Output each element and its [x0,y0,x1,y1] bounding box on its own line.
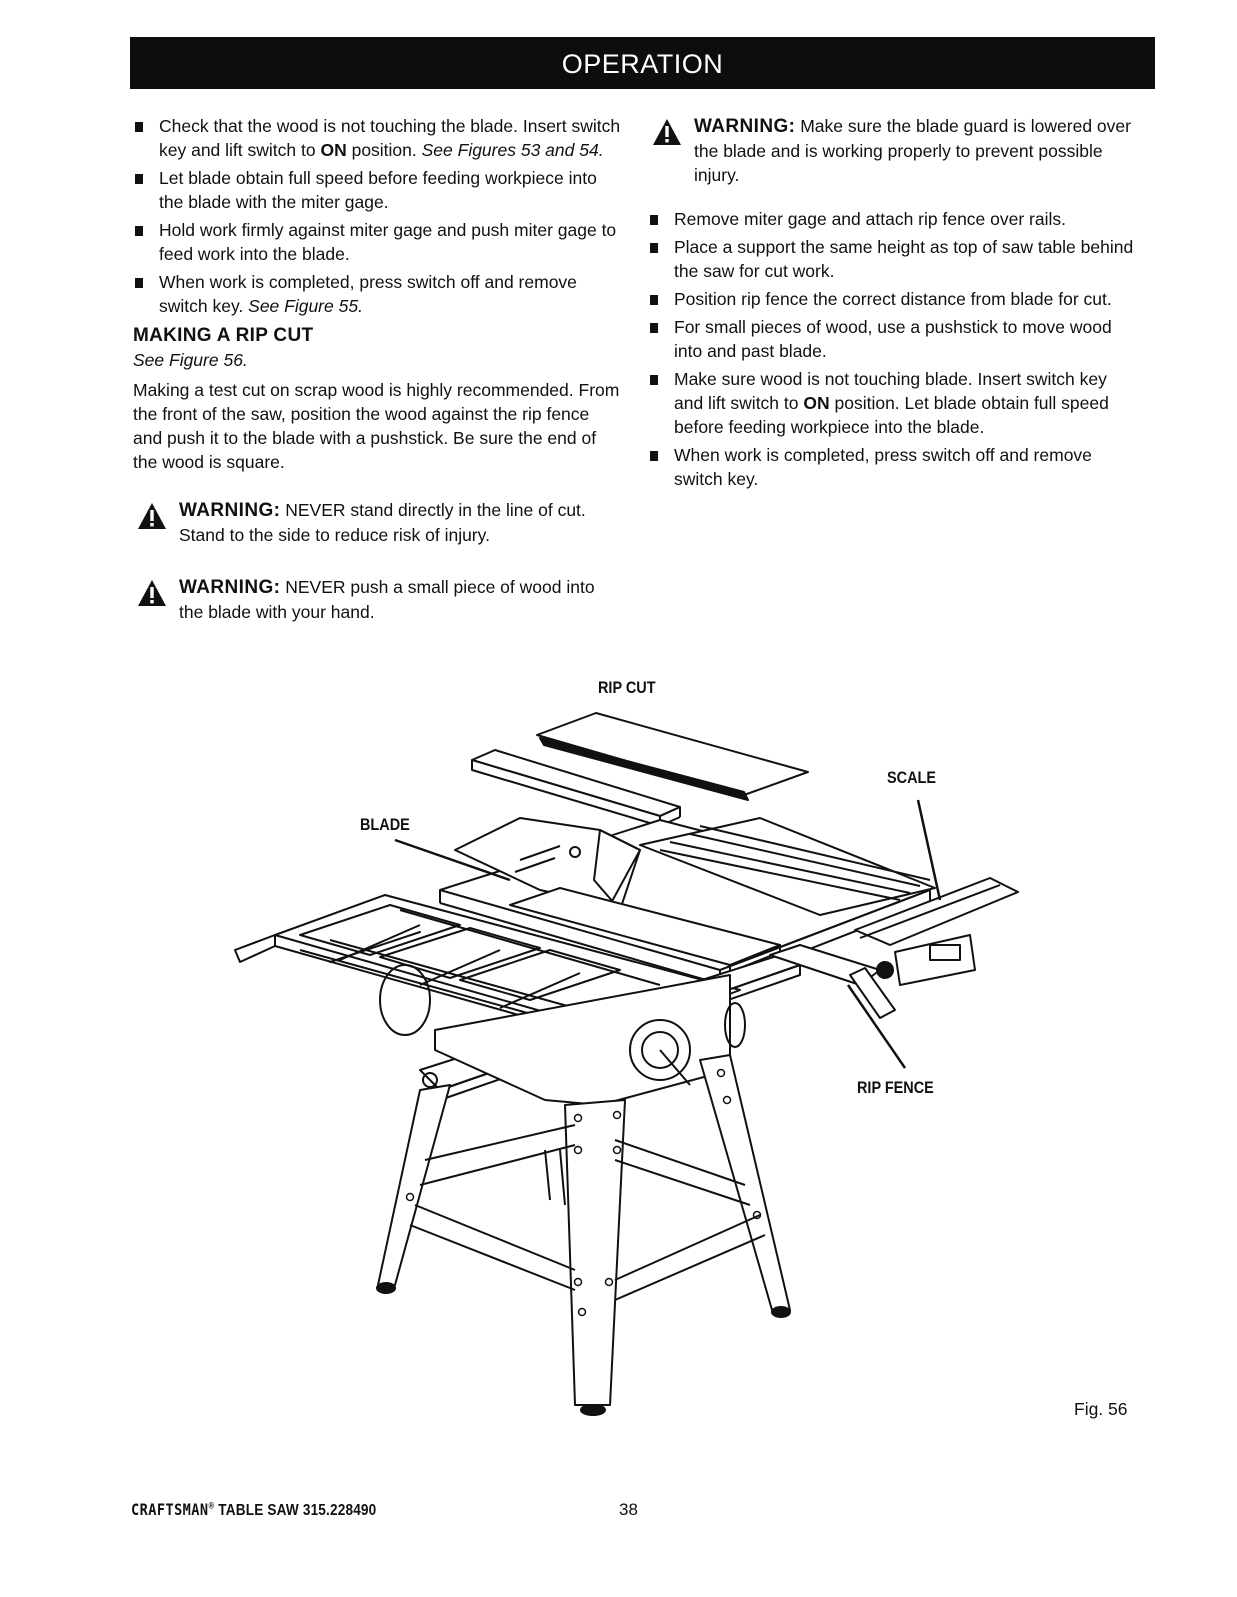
left-column: Check that the wood is not touching the … [133,114,623,624]
warning-label: WARNING: [179,577,281,598]
section-title: OPERATION [561,49,724,79]
section-header-bar: OPERATION [130,37,1155,89]
figure-title: RIP CUT [598,678,656,697]
warning-block: WARNING: Make sure the blade guard is lo… [648,114,1138,187]
right-bullet-list: Remove miter gage and attach rip fence o… [648,207,1138,491]
warning-block: WARNING: NEVER push a small piece of woo… [133,575,623,624]
leg-feet [376,1282,791,1416]
blade-label: BLADE [360,815,410,834]
rip-fence-callout-line [846,984,907,1069]
left-bullet-list: Check that the wood is not touching the … [133,114,623,318]
warning-text: NEVER stand directly in the line of cut.… [179,500,586,545]
warning-triangle-icon [653,119,681,145]
warning-text: NEVER push a small piece of wood into th… [179,577,595,622]
list-item: Make sure wood is not touching blade. In… [648,367,1138,439]
footer-brand: CRAFTSMAN® TABLE SAW 315.228490 [131,1500,376,1520]
list-item: For small pieces of wood, use a pushstic… [648,315,1138,363]
craftsman-logo: CRAFTSMAN [131,1500,209,1519]
blade-callout-line [394,838,511,882]
warning-text: Make sure the blade guard is lowered ove… [694,116,1131,185]
warning-label: WARNING: [179,500,281,521]
rear-rails [639,817,1019,946]
figure-number: Fig. 56 [1074,1399,1128,1419]
section-heading: MAKING A RIP CUT [133,325,314,346]
rip-fence-label: RIP FENCE [857,1078,934,1097]
footer-model: TABLE SAW 315.228490 [214,1502,377,1519]
list-item: When work is completed, press switch off… [648,443,1138,491]
registered-mark: ® [208,1500,215,1511]
saw-stand-legs [377,1054,791,1406]
list-item: Position rip fence the correct distance … [648,287,1138,311]
scale-callout-line [916,799,942,901]
wood-boards [471,712,809,827]
warning-block: WARNING: NEVER stand directly in the lin… [133,498,623,547]
warning-triangle-icon [138,503,166,529]
list-item: Place a support the same height as top o… [648,235,1138,283]
list-item: Hold work firmly against miter gage and … [133,218,623,266]
list-item: Remove miter gage and attach rip fence o… [648,207,1138,231]
right-column: WARNING: Make sure the blade guard is lo… [648,114,1138,495]
page-number: 38 [619,1500,638,1519]
warning-triangle-icon [138,580,166,606]
leg-holes [405,1068,762,1317]
see-figure-reference: See Figure 56. [133,350,248,370]
scale-label: SCALE [887,768,936,787]
list-item: When work is completed, press switch off… [133,270,623,318]
saw-cabinet [379,964,746,1106]
list-item: Let blade obtain full speed before feedi… [133,166,623,214]
list-item: Check that the wood is not touching the … [133,114,623,162]
warning-label: WARNING: [694,116,796,137]
body-paragraph: Making a test cut on scrap wood is highl… [133,380,620,472]
